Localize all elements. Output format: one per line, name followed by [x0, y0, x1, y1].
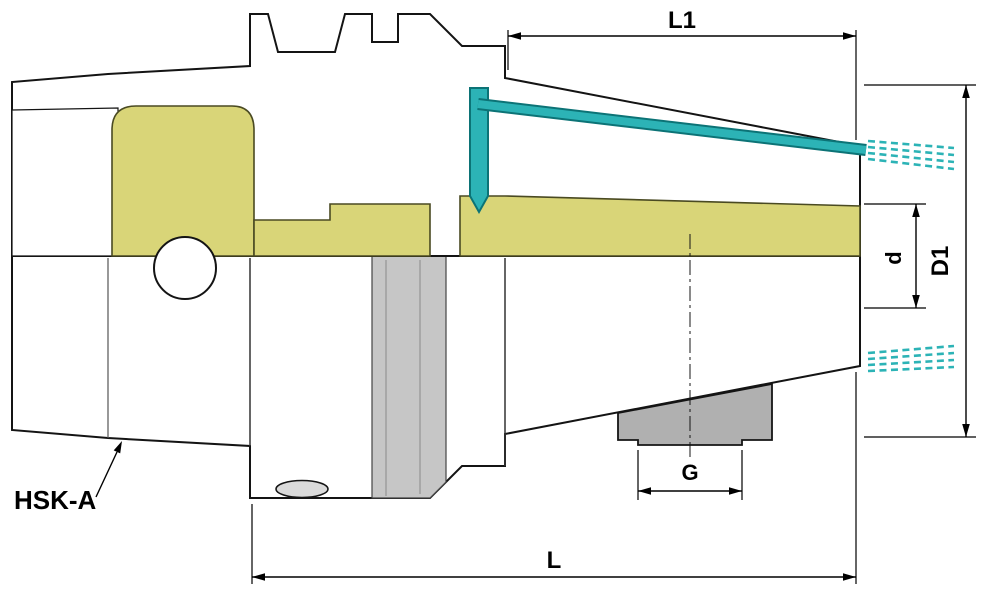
- balance-hole: [275, 479, 329, 499]
- coolant-hose-dashes-top: [867, 139, 955, 171]
- arrowhead: [962, 85, 970, 98]
- arrowhead: [843, 573, 856, 581]
- dimension-d1: D1: [864, 84, 976, 438]
- dim-label-l1: L1: [668, 7, 696, 34]
- collet-band-section: [253, 203, 431, 257]
- clamp-hump-section: [111, 105, 255, 257]
- dimension-d: d: [864, 203, 926, 309]
- arrowhead: [729, 487, 742, 495]
- yellow-clamp-section: [111, 105, 861, 257]
- arrowhead: [113, 441, 122, 454]
- bottom-external-view: [11, 255, 861, 499]
- dimension-l1: L1: [507, 7, 857, 140]
- arrowhead: [638, 487, 651, 495]
- radial-hole: [153, 236, 217, 300]
- coolant-inlet-vertical: [469, 87, 489, 215]
- dim-label-d1: D1: [927, 246, 954, 277]
- coolant-hose-dashes-bottom: [867, 344, 955, 373]
- arrowhead: [508, 32, 521, 40]
- nose-wall-section: [459, 195, 861, 257]
- body-section-hatched: [11, 13, 861, 257]
- coolant-tube-group: [469, 87, 955, 373]
- top-section-view: [11, 13, 861, 257]
- taper-callout: HSK-A: [14, 441, 122, 515]
- taper-bore-cavity: [11, 107, 119, 257]
- dim-label-l: L: [547, 547, 562, 574]
- clamp-collar: [617, 382, 773, 446]
- arrowhead: [962, 424, 970, 437]
- gripper-groove: [371, 255, 447, 499]
- taper-callout-label: HSK-A: [14, 485, 97, 515]
- arrowhead: [912, 295, 920, 308]
- dim-label-d: d: [881, 251, 906, 264]
- dim-label-g: G: [681, 460, 698, 485]
- arrowhead: [843, 32, 856, 40]
- arrowhead: [252, 573, 265, 581]
- dimension-l: L: [251, 372, 857, 584]
- coolant-rod: [477, 100, 867, 154]
- dimension-g: G: [637, 450, 743, 500]
- taper-leader-line: [95, 451, 118, 498]
- arrowhead: [912, 204, 920, 217]
